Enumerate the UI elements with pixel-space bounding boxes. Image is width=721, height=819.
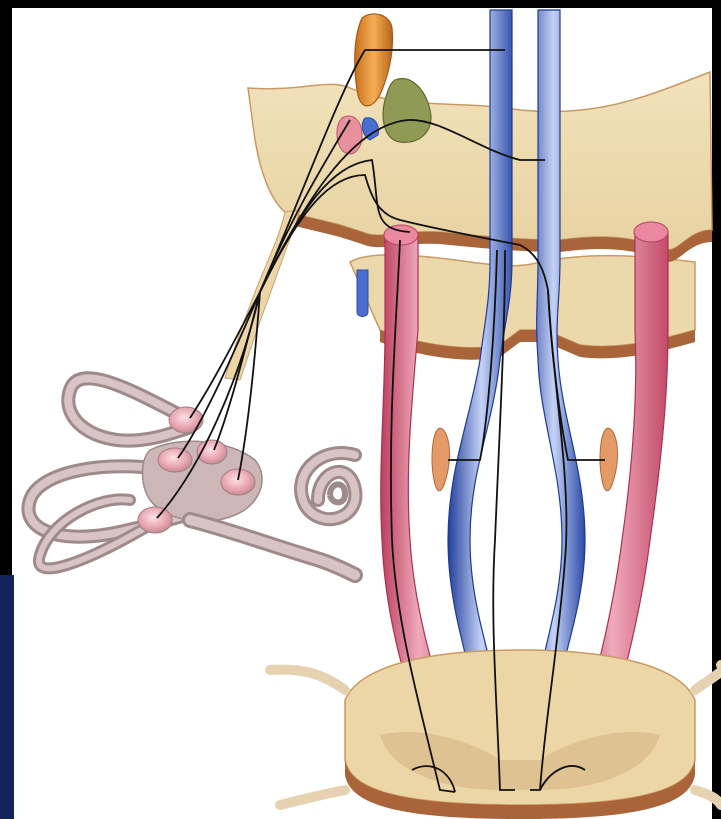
side-panel (0, 575, 14, 819)
ampulla-posterior (138, 507, 172, 533)
ampulla-saccule (221, 469, 255, 495)
ampulla-utricle (158, 448, 192, 472)
ampulla-superior (169, 407, 203, 433)
blue-stub-left (357, 270, 368, 317)
